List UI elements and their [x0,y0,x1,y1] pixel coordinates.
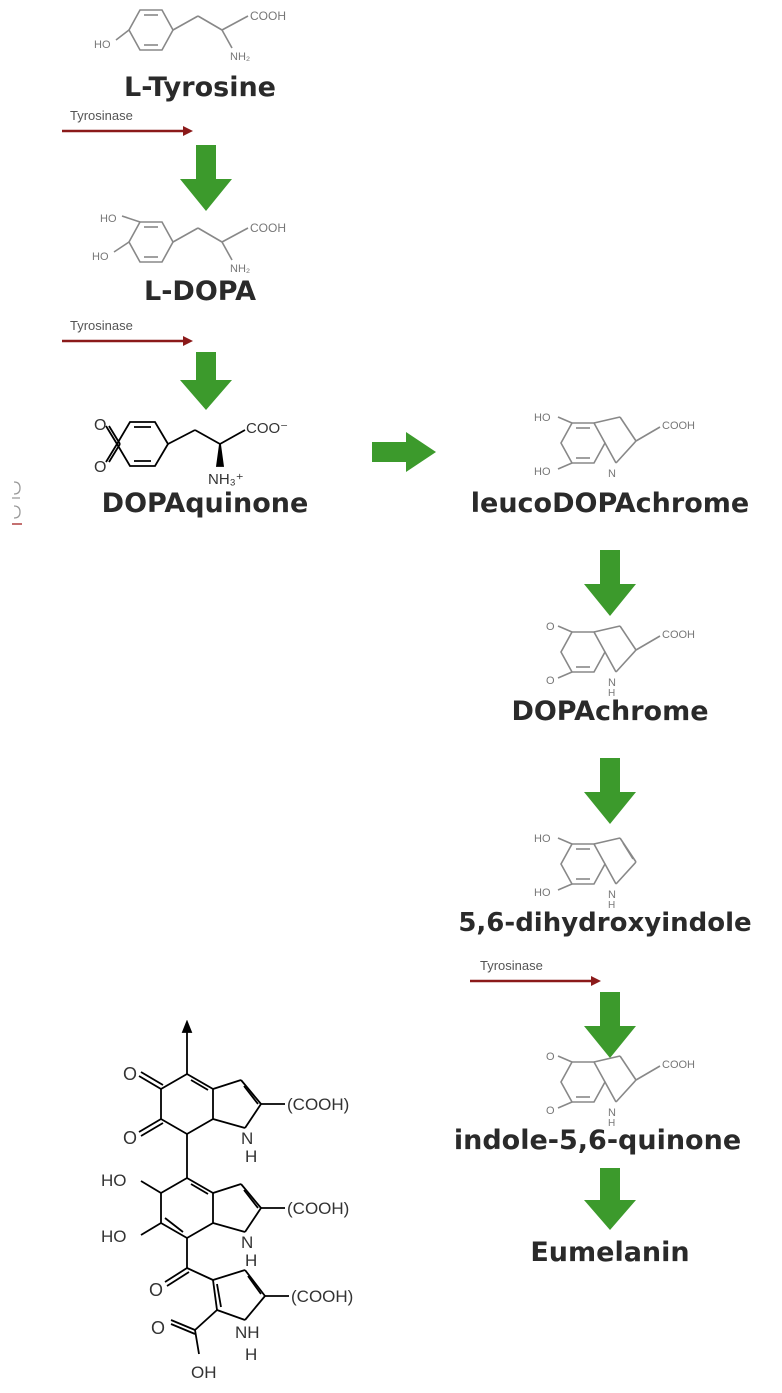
atom-ho: HO [92,251,109,263]
structure-l-tyrosine: COOH NH₂ HO [94,9,286,63]
atom-ho: HO [94,39,111,51]
enzyme-arrow-3 [470,976,601,986]
structure-indole-5-6-quinone: O O COOH N H [546,1051,695,1128]
atom-o: O [123,1128,137,1148]
atom-h: H [245,1345,257,1364]
atom-ho: HO [534,887,551,899]
enzyme-arrow-1 [62,126,193,136]
atom-ho: HO [101,1227,127,1246]
atom-o: O [546,1051,555,1063]
green-arrow-down-2 [180,352,232,410]
atom-n: N [241,1129,253,1148]
atom-n: N [241,1233,253,1252]
enzyme-arrow-2 [62,336,193,346]
structure-eumelanin-oligomer: O O (COOH) N H HO HO (COOH) N H O (COOH)… [101,1020,353,1382]
structure-dopaquinone: O O COO⁻ NH₃⁺ [94,417,288,488]
atom-nh: NH [235,1323,260,1342]
atom-h: H [608,900,615,910]
structure-5-6-dihydroxyindole: HO HO N H [534,833,637,910]
enzyme-label-1: Tyrosinase [70,108,133,123]
green-arrow-down-5 [584,992,636,1058]
atom-cooh-paren: (COOH) [291,1287,353,1306]
label-dopachrome: DOPAchrome [511,696,709,727]
atom-n: N [608,468,616,480]
atom-nh2: NH₂ [230,51,250,63]
atom-n: N [608,1107,616,1119]
atom-o: O [151,1318,165,1338]
atom-h: H [245,1251,257,1270]
label-l-dopa: L-DOPA [144,276,256,307]
atom-n: N [608,889,616,901]
structure-dopachrome: O O COOH N H [546,621,695,698]
atom-o: O [546,621,555,633]
atom-ho: HO [101,1171,127,1190]
label-leucodopachrome: leucoDOPAchrome [470,488,750,519]
atom-n: N [608,677,616,689]
atom-cooh: COOH [662,1059,695,1071]
atom-cooh: COOH [662,629,695,641]
atom-coo-minus: COO⁻ [246,420,288,437]
green-arrow-right [372,432,436,472]
atom-cooh: COOH [662,420,695,432]
atom-h: H [608,1118,615,1128]
label-dopaquinone: DOPAquinone [101,488,309,519]
atom-o: O [94,417,106,434]
cropped-edge-fragment [12,481,22,525]
atom-ho: HO [100,213,117,225]
green-arrow-down-3 [584,550,636,616]
enzyme-label-3: Tyrosinase [480,958,543,973]
atom-ho: HO [534,833,551,845]
atom-oh: OH [191,1363,217,1382]
atom-nh3-plus: NH₃⁺ [208,471,244,488]
label-5-6-dihydroxyindole: 5,6-dihydroxyindole [458,908,752,938]
atom-ho: HO [534,412,551,424]
green-arrow-down-6 [584,1168,636,1230]
green-arrow-down-1 [180,145,232,211]
atom-cooh-paren: (COOH) [287,1095,349,1114]
atom-nh2: NH₂ [230,263,250,275]
label-l-tyrosine: L-Tyrosine [124,72,276,103]
atom-ho: HO [534,466,551,478]
atom-h: H [245,1147,257,1166]
green-arrow-down-4 [584,758,636,824]
atom-o: O [123,1064,137,1084]
atom-cooh: COOH [250,221,286,235]
structure-l-dopa: HO HO COOH NH₂ [92,213,286,275]
label-eumelanin: Eumelanin [530,1237,690,1268]
atom-h: H [608,688,615,698]
atom-o: O [94,459,106,476]
atom-o: O [546,1105,555,1117]
structure-leucodopachrome: HO HO COOH N [534,412,695,480]
atom-o: O [546,675,555,687]
enzyme-label-2: Tyrosinase [70,318,133,333]
atom-cooh-paren: (COOH) [287,1199,349,1218]
atom-o: O [149,1280,163,1300]
atom-cooh: COOH [250,9,286,23]
label-indole-5-6-quinone: indole-5,6-quinone [453,1125,742,1156]
